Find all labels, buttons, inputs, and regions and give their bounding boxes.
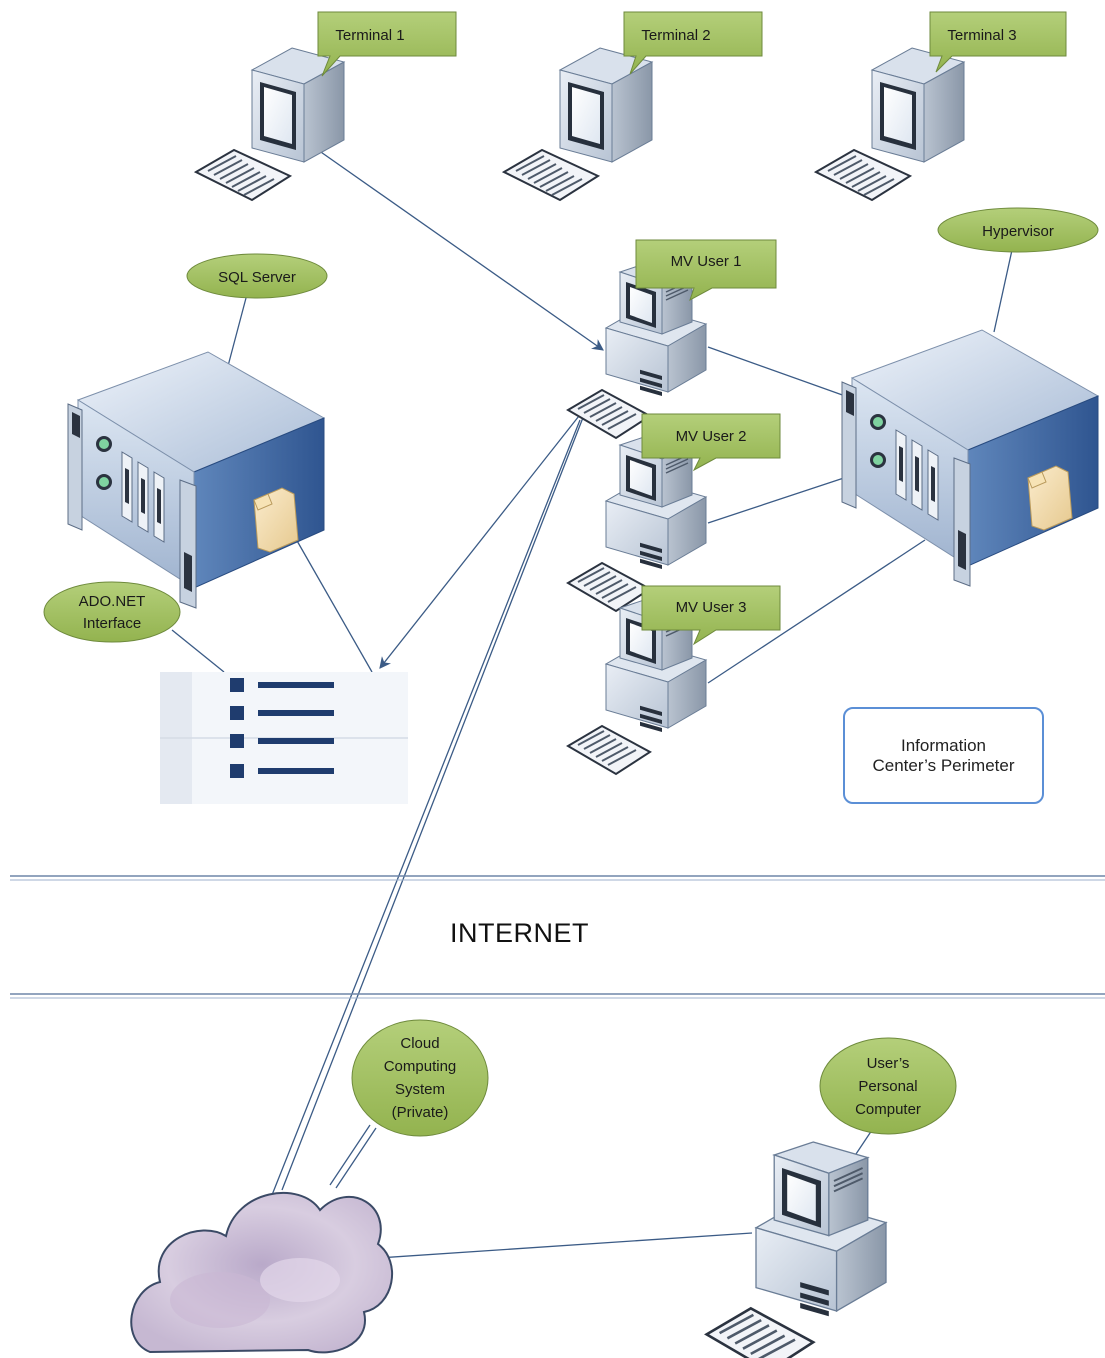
link-mvuser1-cloud [281,414,585,1191]
terminal-3-icon [815,47,965,201]
mv-user-2-callout: MV User 2 [641,413,781,472]
mv-user-1-callout: MV User 1 [635,239,777,302]
cloud-icon [130,1191,393,1354]
ado-net-document-icon [160,672,408,804]
leader-hypervisor [993,249,1013,333]
sql-server-label: SQL Server [218,269,296,286]
leader-adonet [171,629,225,673]
information-center-perimeter-box: Information Center’s Perimeter [843,707,1044,804]
cloud-label-line1: Cloud [400,1035,439,1052]
link-mvuser2-hypervisor [707,469,869,524]
terminal-2-label: Terminal 2 [641,27,710,44]
connection-lines [171,149,1013,1259]
leader-cloud [329,1124,371,1186]
leader-cloud-b [335,1127,377,1189]
hypervisor-server-icon [841,329,1099,587]
terminal-3-label: Terminal 3 [947,27,1016,44]
ado-net-label-line2: Interface [83,615,141,632]
perimeter-label-line1: Information [900,735,987,755]
user-pc-label-line3: Computer [855,1101,921,1118]
terminal-3-callout: Terminal 3 [929,11,1067,73]
link-mvuser1-adonet [379,401,591,669]
cloud-label-line3: System [395,1081,445,1098]
mv-user-1-label: MV User 1 [671,253,742,270]
ado-net-callout: ADO.NET Interface [43,581,181,643]
link-mvuser1-cloud-b [271,419,581,1196]
terminal-2-callout: Terminal 2 [623,11,763,75]
mv-user-3-callout: MV User 3 [641,585,781,646]
link-terminal1-mvuser1 [317,149,604,351]
cloud-callout: Cloud Computing System (Private) [351,1019,489,1137]
user-pc-callout: User’s Personal Computer [819,1037,957,1135]
hypervisor-callout: Hypervisor [937,207,1099,253]
terminal-1-callout: Terminal 1 [317,11,457,77]
internet-band [10,875,1105,999]
user-pc-label-line2: Personal [858,1078,917,1095]
ado-net-label-line1: ADO.NET [79,593,146,610]
terminal-1-label: Terminal 1 [335,27,404,44]
link-mvuser3-hypervisor [707,539,926,684]
internet-label: INTERNET [450,918,589,948]
terminal-1-icon [195,47,345,201]
user-pc-label-line1: User’s [867,1055,910,1072]
sql-server-callout: SQL Server [186,253,328,299]
link-adonet-sqlserver [291,530,373,673]
mv-user-3-label: MV User 3 [676,599,747,616]
leader-sqlserver [227,297,247,367]
mv-user-2-workstation-icon [567,434,707,612]
sql-server-icon [67,351,325,609]
user-personal-computer-icon [705,1140,888,1358]
cloud-label-line2: Computing [384,1058,457,1075]
cloud-label-line4: (Private) [392,1104,449,1121]
terminal-2-icon [503,47,653,201]
mv-user-2-label: MV User 2 [676,428,747,445]
link-cloud-userpc [377,1232,753,1259]
hypervisor-label: Hypervisor [982,223,1054,240]
link-mvuser1-hypervisor [707,346,849,398]
perimeter-label-line2: Center’s Perimeter [872,755,1015,775]
